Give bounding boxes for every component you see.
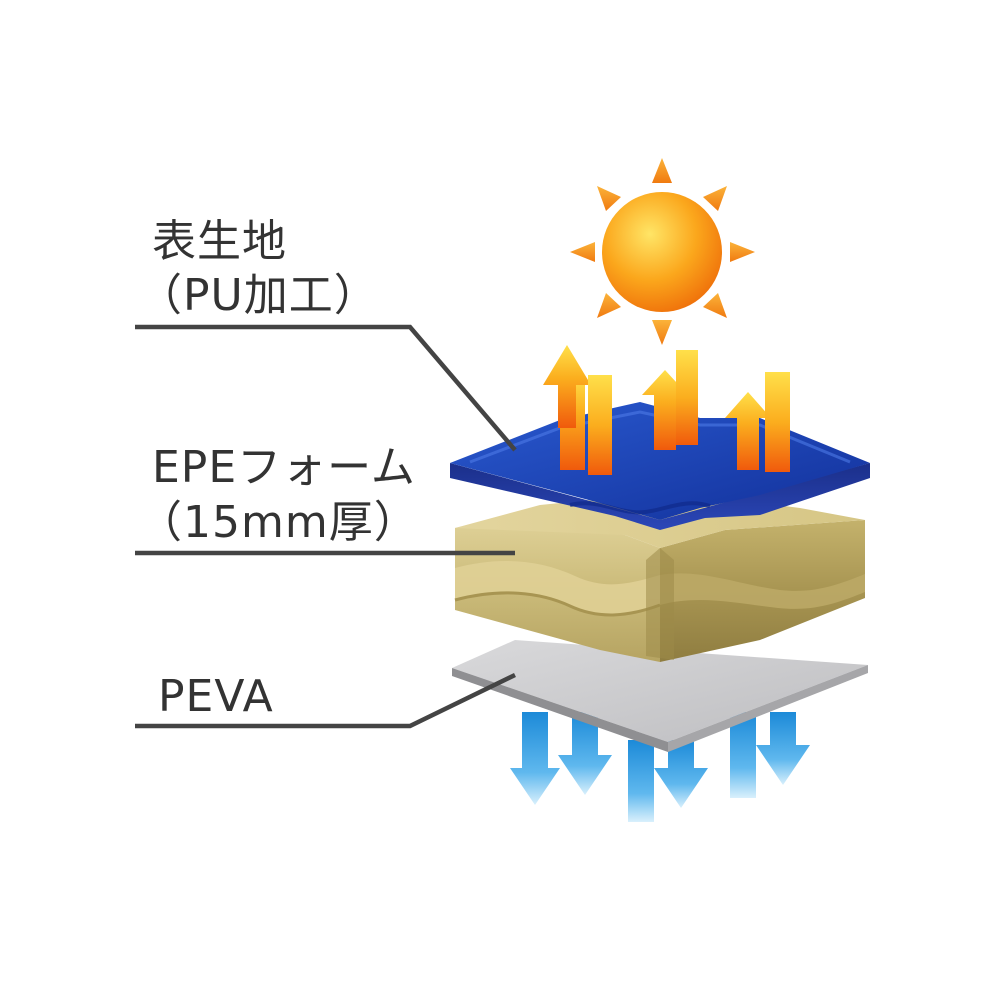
down-arrow-icon [628, 740, 708, 822]
label-middle-line1: EPEフォーム [152, 442, 416, 493]
leader-lines [135, 324, 517, 729]
heat-arrows [543, 345, 790, 475]
label-middle-line2: （15mm厚） [138, 497, 419, 548]
cool-arrows [510, 712, 810, 822]
label-top-line2: （PU加工） [138, 270, 379, 321]
up-arrow-icon [725, 372, 790, 472]
leader-line-bottom [135, 672, 516, 729]
down-arrow-icon [510, 712, 612, 805]
leader-line-top [135, 324, 517, 452]
labels: 表生地 （PU加工） EPEフォーム （15mm厚） PEVA [138, 216, 419, 722]
sun-icon [570, 158, 755, 345]
label-top-line1: 表生地 [152, 216, 287, 267]
down-arrow-icon [730, 712, 810, 798]
up-arrow-icon [642, 350, 698, 450]
label-bottom-line1: PEVA [158, 671, 274, 722]
peva-layer [452, 640, 868, 752]
up-arrow-icon [543, 345, 612, 475]
